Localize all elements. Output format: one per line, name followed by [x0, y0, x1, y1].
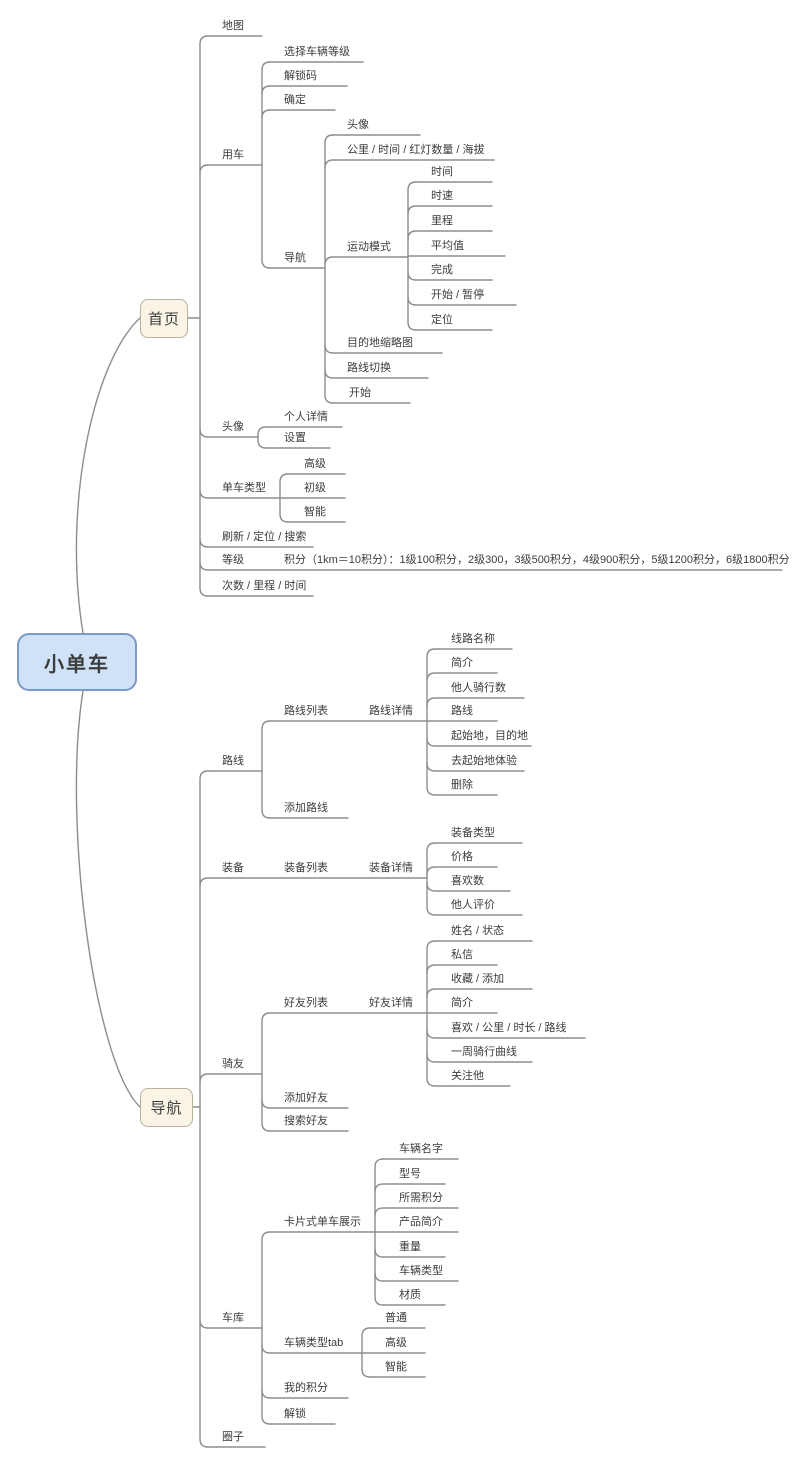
branch-node-navigate-label: 导航: [150, 1100, 183, 1117]
node-route-start-dest[interactable]: 起始地，目的地: [451, 730, 528, 742]
node-add-route[interactable]: 添加路线: [284, 802, 328, 814]
node-gear[interactable]: 装备: [222, 862, 244, 874]
node-friend-name-status[interactable]: 姓名 / 状态: [451, 925, 505, 937]
node-circle[interactable]: 圈子: [222, 1431, 244, 1443]
node-gear-likes[interactable]: 喜欢数: [451, 875, 484, 887]
node-dest-thumbnail[interactable]: 目的地缩略图: [347, 337, 413, 349]
branch-node-navigate[interactable]: 导航: [140, 1088, 193, 1127]
node-route-go-start[interactable]: 去起始地体验: [451, 755, 517, 767]
node-home-avatar[interactable]: 头像: [222, 421, 244, 433]
node-settings[interactable]: 设置: [284, 432, 306, 444]
node-tab-smart[interactable]: 智能: [385, 1361, 407, 1373]
node-route-switch[interactable]: 路线切换: [347, 362, 391, 374]
node-vehicle-type-tab[interactable]: 车辆类型tab: [284, 1337, 344, 1349]
node-search-friend[interactable]: 搜索好友: [284, 1115, 328, 1127]
node-vehicle-name[interactable]: 车辆名字: [399, 1143, 443, 1155]
node-friend-week-curve[interactable]: 一周骑行曲线: [451, 1046, 517, 1058]
node-vehicle-type[interactable]: 车辆类型: [399, 1265, 443, 1277]
node-gear-reviews[interactable]: 他人评价: [451, 899, 495, 911]
node-sport-mileage[interactable]: 里程: [431, 215, 453, 227]
node-route-name[interactable]: 线路名称: [451, 633, 495, 645]
branch-node-home[interactable]: 首页: [140, 299, 188, 338]
node-refresh-locate-search[interactable]: 刷新 / 定位 / 搜索: [222, 531, 307, 543]
node-garage[interactable]: 车库: [222, 1312, 244, 1324]
branch-node-home-label: 首页: [147, 311, 180, 328]
node-level[interactable]: 等级: [222, 554, 244, 566]
node-route-detail[interactable]: 路线详情: [369, 705, 413, 717]
node-unlock-code[interactable]: 解锁码: [284, 70, 317, 82]
node-nav-avatar[interactable]: 头像: [347, 119, 369, 131]
root-node-label: 小单车: [44, 653, 110, 676]
node-friend-stats[interactable]: 喜欢 / 公里 / 时长 / 路线: [451, 1022, 567, 1034]
node-bike-type-advanced[interactable]: 高级: [304, 458, 326, 470]
node-gear-price[interactable]: 价格: [451, 851, 473, 863]
node-gear-list[interactable]: 装备列表: [284, 862, 328, 874]
node-gear-detail[interactable]: 装备详情: [369, 862, 413, 874]
node-route-path[interactable]: 路线: [451, 705, 473, 717]
node-profile-detail[interactable]: 个人详情: [284, 411, 328, 423]
node-friend-message[interactable]: 私信: [451, 949, 473, 961]
node-select-vehicle-level[interactable]: 选择车辆等级: [284, 46, 350, 58]
node-card-display[interactable]: 卡片式单车展示: [284, 1216, 361, 1228]
node-count-mileage-time[interactable]: 次数 / 里程 / 时间: [222, 580, 307, 592]
node-sport-time[interactable]: 时间: [431, 166, 453, 178]
node-use-bike[interactable]: 用车: [222, 149, 244, 161]
node-sport-mode[interactable]: 运动模式: [347, 241, 391, 253]
node-bike-type-beginner[interactable]: 初级: [304, 482, 326, 494]
node-level-points[interactable]: 积分（1km＝10积分）：1级100积分，2级300，3级500积分，4级900…: [284, 554, 790, 566]
node-tab-normal[interactable]: 普通: [385, 1312, 407, 1324]
node-vehicle-model[interactable]: 型号: [399, 1168, 421, 1180]
node-ride-nav[interactable]: 导航: [284, 252, 306, 264]
node-route[interactable]: 路线: [222, 755, 244, 767]
node-riders[interactable]: 骑友: [222, 1058, 244, 1070]
node-route-intro[interactable]: 简介: [451, 657, 473, 669]
node-map[interactable]: 地图: [222, 20, 244, 32]
connector-paths: [75, 35, 783, 1448]
node-bike-type[interactable]: 单车类型: [222, 482, 266, 494]
node-sport-locate[interactable]: 定位: [431, 314, 453, 326]
node-product-intro[interactable]: 产品简介: [399, 1216, 443, 1228]
node-confirm[interactable]: 确定: [284, 94, 306, 106]
node-vehicle-weight[interactable]: 重量: [399, 1241, 421, 1253]
node-friend-detail[interactable]: 好友详情: [369, 997, 413, 1009]
node-sport-average[interactable]: 平均值: [431, 240, 464, 252]
node-vehicle-points-needed[interactable]: 所需积分: [399, 1192, 443, 1204]
node-bike-type-smart[interactable]: 智能: [304, 506, 326, 518]
node-unlock[interactable]: 解锁: [284, 1408, 306, 1420]
node-my-points[interactable]: 我的积分: [284, 1382, 328, 1394]
node-friend-follow[interactable]: 关注他: [451, 1070, 484, 1082]
node-ride-stats[interactable]: 公里 / 时间 / 红灯数量 / 海拔: [347, 144, 485, 156]
node-vehicle-material[interactable]: 材质: [399, 1289, 421, 1301]
node-route-list[interactable]: 路线列表: [284, 705, 328, 717]
node-route-delete[interactable]: 删除: [451, 779, 473, 791]
node-tab-advanced[interactable]: 高级: [385, 1337, 407, 1349]
node-sport-speed[interactable]: 时速: [431, 190, 453, 202]
node-sport-complete[interactable]: 完成: [431, 264, 453, 276]
node-nav-start[interactable]: 开始: [349, 387, 371, 399]
node-gear-type[interactable]: 装备类型: [451, 827, 495, 839]
node-route-rider-count[interactable]: 他人骑行数: [451, 682, 506, 694]
node-friend-favorite-add[interactable]: 收藏 / 添加: [451, 973, 505, 985]
root-node[interactable]: 小单车: [17, 633, 137, 691]
node-add-friend[interactable]: 添加好友: [284, 1092, 328, 1104]
node-sport-start-pause[interactable]: 开始 / 暂停: [431, 289, 485, 301]
node-friend-list[interactable]: 好友列表: [284, 997, 328, 1009]
node-friend-intro[interactable]: 简介: [451, 997, 473, 1009]
